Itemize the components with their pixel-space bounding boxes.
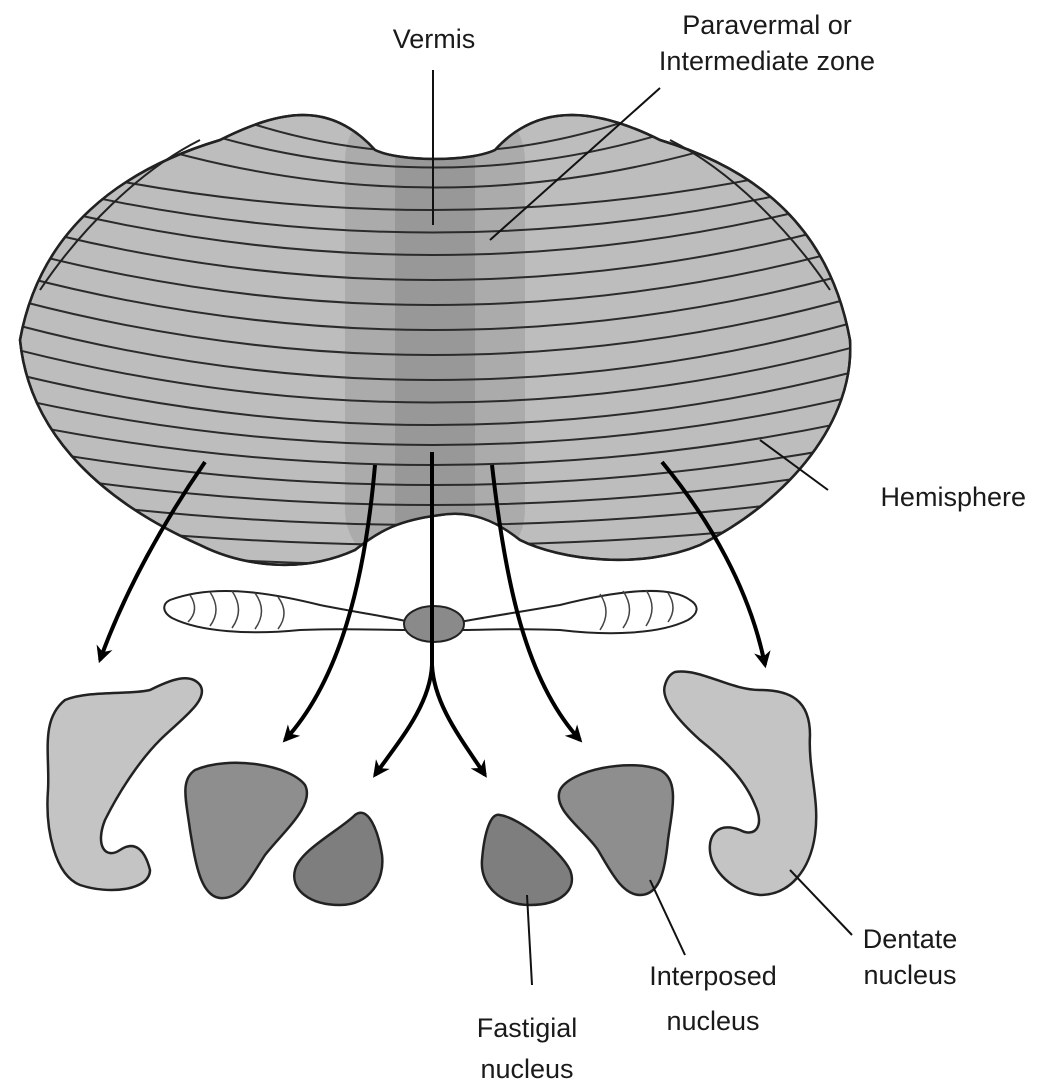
cerebellum xyxy=(18,113,852,566)
deep-nuclei xyxy=(46,670,818,907)
dentate-label-line2: nucleus xyxy=(863,960,956,990)
fastigial-label-line2: nucleus xyxy=(480,1054,573,1084)
leader-lines xyxy=(432,70,853,986)
fastigial-leader xyxy=(526,894,533,986)
labels: Vermis Paravermal or Intermediate zone H… xyxy=(393,10,1026,1084)
left-fastigial-nucleus xyxy=(292,811,384,907)
hemisphere-leader xyxy=(759,439,829,491)
fastigial-label-line1: Fastigial xyxy=(477,1013,578,1043)
paravermal-leader xyxy=(489,87,661,241)
right-flocculus xyxy=(459,589,698,635)
paravermal-label-line1: Paravermal or xyxy=(682,10,852,40)
dentate-label-line1: Dentate xyxy=(863,924,958,954)
paravermal-label-line2: Intermediate zone xyxy=(659,46,875,76)
right-fastigial-nucleus xyxy=(480,813,573,907)
hemisphere-label: Hemisphere xyxy=(880,482,1026,512)
hemisphere-to-right-dentate-arrow xyxy=(660,460,771,669)
vermis-label: Vermis xyxy=(393,24,476,54)
interposed-leader xyxy=(649,879,686,956)
dentate-leader xyxy=(789,869,853,936)
hemisphere-to-left-dentate-arrow xyxy=(96,460,207,664)
left-interposed-nucleus xyxy=(184,761,309,900)
left-dentate-nucleus xyxy=(46,676,204,892)
vermis-zone xyxy=(395,115,475,565)
right-interposed-nucleus xyxy=(557,763,675,897)
projection-arrows xyxy=(96,452,771,778)
interposed-label-line1: Interposed xyxy=(649,961,777,991)
paravermal-to-right-interposed-arrow xyxy=(490,464,583,743)
right-dentate-nucleus xyxy=(662,670,818,897)
interposed-label-line2: nucleus xyxy=(666,1006,759,1036)
vermis-to-right-fastigial-arrow xyxy=(430,664,487,778)
paravermal-to-left-interposed-arrow xyxy=(282,464,377,743)
left-flocculus xyxy=(163,589,411,634)
